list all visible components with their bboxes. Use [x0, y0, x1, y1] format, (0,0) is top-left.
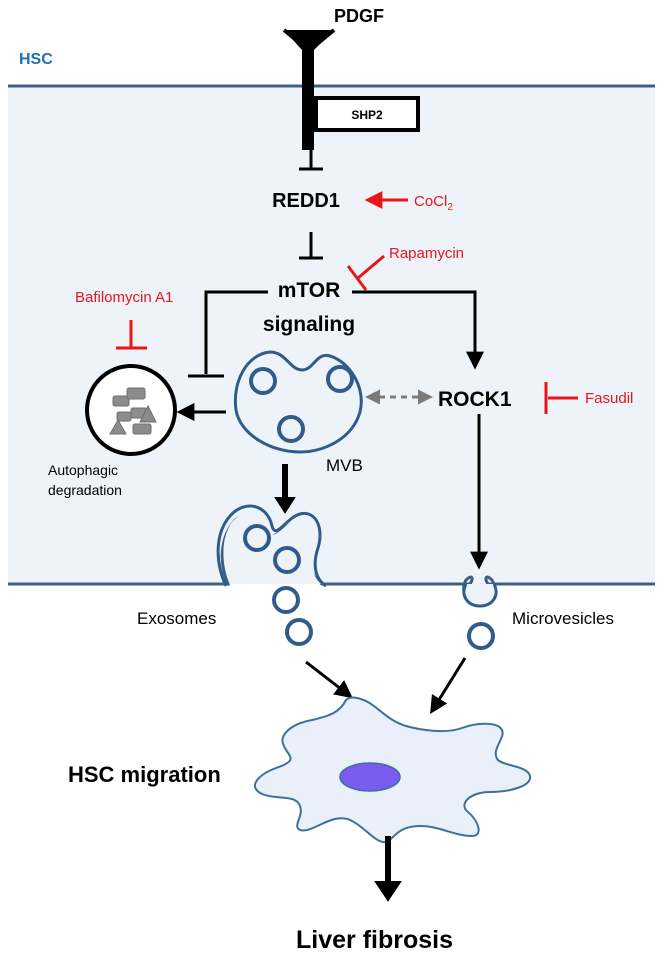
exosome-vesicle [243, 524, 271, 552]
cocl2-label: CoCl2 [414, 193, 453, 213]
redd1-label: REDD1 [272, 190, 340, 212]
hsc-compartment-label: HSC [19, 51, 53, 68]
exosome-vesicle [273, 546, 301, 574]
exosome-compartment-outline [216, 504, 327, 588]
mvb-exosome-arrowhead [274, 497, 296, 514]
pdgf-receptor [284, 30, 334, 150]
rapamycin-inhibitor-bar [346, 265, 368, 291]
microvesicle-bud [462, 583, 498, 608]
autophagic-cargo [109, 387, 157, 435]
autophagic-label-line1: Autophagic [48, 462, 118, 478]
rapamycin-inhibitor-stem [357, 254, 385, 280]
liver-fibrosis-label: Liver fibrosis [296, 926, 453, 954]
receptor-notch [282, 28, 336, 50]
exosomes-label: Exosomes [137, 609, 216, 628]
mvb-vesicle [326, 365, 354, 393]
autophagic-label-line2: degradation [48, 482, 122, 498]
shp2-box [314, 96, 420, 132]
nucleus [339, 762, 401, 792]
mtor-autophagy-path [204, 290, 268, 374]
mvb-vesicle [277, 415, 305, 443]
cell-interior [8, 86, 655, 584]
shp2-label: SHP2 [351, 108, 383, 122]
mtor-rock1-arrow [352, 290, 484, 370]
microvesicle [467, 622, 495, 650]
exosome-vesicle [272, 586, 300, 614]
bafilomycin-label: Bafilomycin A1 [75, 289, 173, 306]
fibrosis-arrowhead [374, 881, 402, 902]
hsc-migration-label: HSC migration [68, 762, 221, 787]
mtor-label-line1: mTOR [278, 279, 341, 302]
microvesicles-label: Microvesicles [512, 609, 614, 628]
pdgf-label: PDGF [334, 6, 384, 26]
exosome-target-arrow [305, 660, 353, 699]
fasudil-label: Fasudil [585, 390, 633, 407]
mtor-label-line2: signaling [263, 313, 355, 336]
rapamycin-label: Rapamycin [389, 245, 464, 262]
rock1-label: ROCK1 [438, 388, 512, 411]
mvb-vesicle [249, 367, 277, 395]
exosome-vesicle [285, 618, 313, 646]
mvb-label: MVB [326, 456, 363, 475]
microvesicle-target-arrow [430, 657, 467, 715]
